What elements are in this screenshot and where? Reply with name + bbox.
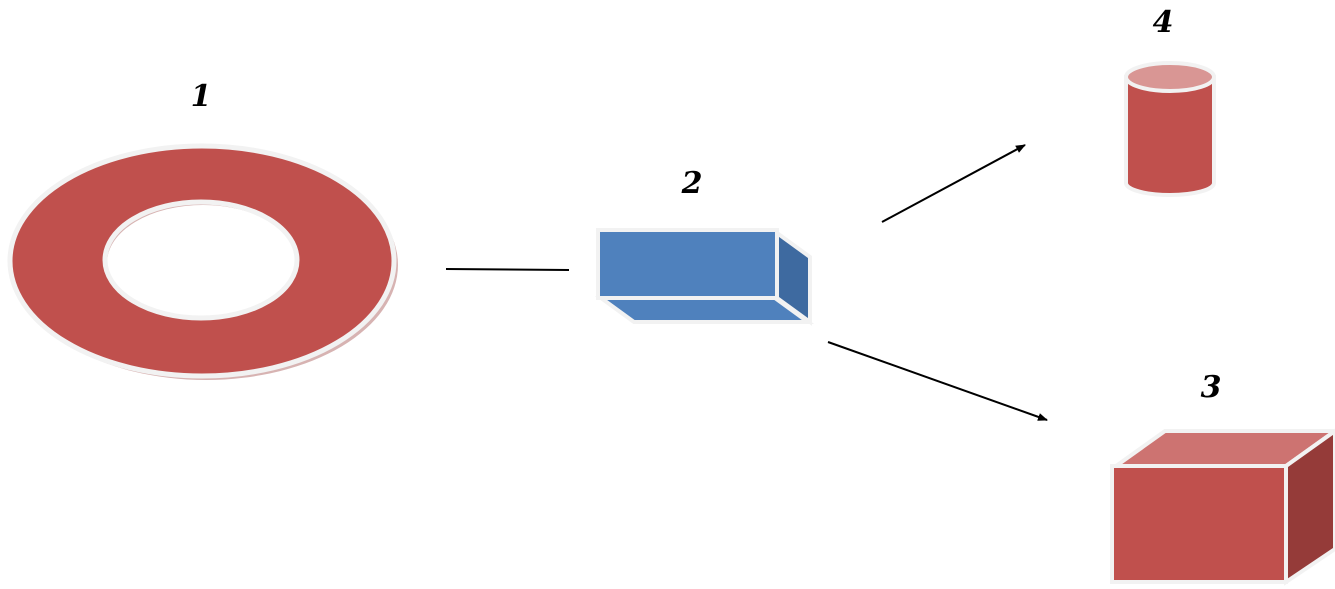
arrow-flat-box-to-cylinder bbox=[881, 144, 1026, 223]
cylinder-shape bbox=[1124, 61, 1216, 197]
node-label-1: 1 bbox=[191, 79, 212, 114]
flat-box-shape bbox=[594, 228, 815, 326]
node-label-4: 4 bbox=[1153, 5, 1174, 40]
connector-ring-to-flat-box bbox=[445, 268, 570, 271]
ring-shape bbox=[7, 143, 398, 380]
arrow-flat-box-to-cube bbox=[827, 341, 1048, 421]
cube-shape bbox=[1109, 428, 1335, 586]
node-label-2: 2 bbox=[681, 166, 703, 201]
node-label-3: 3 bbox=[1201, 370, 1222, 405]
